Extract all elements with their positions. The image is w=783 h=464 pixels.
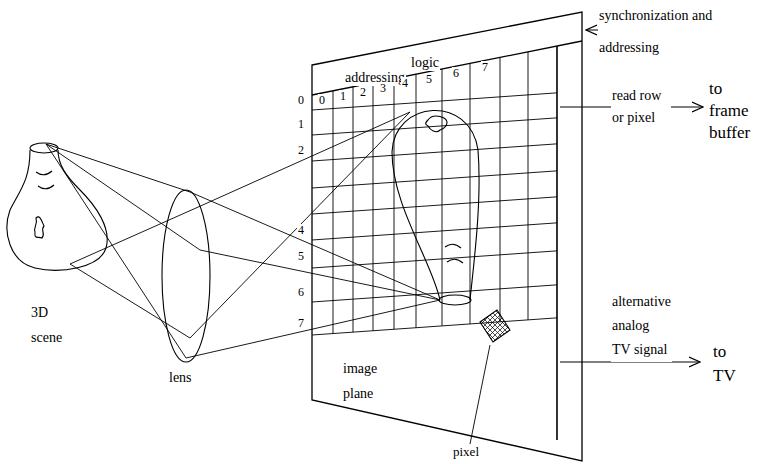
column-number: 7 <box>481 61 489 73</box>
signal-label: read row or pixel <box>611 85 671 129</box>
column-number: 1 <box>339 90 347 102</box>
pixel-label: pixel <box>452 444 480 460</box>
column-number: 5 <box>425 73 433 85</box>
pixel-grid <box>312 52 557 335</box>
inverted-image <box>392 110 479 305</box>
column-number: 2 <box>359 86 367 98</box>
column-number: 6 <box>452 67 460 79</box>
destination-label: to TV <box>712 340 737 388</box>
destination-label: to frame buffer <box>708 78 751 144</box>
row-number: 2 <box>297 144 305 156</box>
column-number: 0 <box>318 94 326 106</box>
signal-label: synchronization and addressing <box>598 0 715 64</box>
signal-label: alternative analog TV signal <box>611 290 672 362</box>
pixel-cell <box>480 310 510 342</box>
row-number: 6 <box>297 286 305 298</box>
image-plane-shape <box>312 12 582 461</box>
scene-label: 3D scene <box>30 300 63 350</box>
row-number: 7 <box>297 317 305 329</box>
lens-shape <box>162 190 210 362</box>
column-number: 3 <box>379 82 387 94</box>
plane-label: image plane <box>342 356 378 406</box>
row-number: 1 <box>297 118 305 130</box>
leader-line <box>470 345 490 444</box>
column-number: 4 <box>401 77 409 89</box>
logic-label: addressing <box>344 70 406 86</box>
lens-label: lens <box>168 370 193 386</box>
row-number: 4 <box>297 224 305 236</box>
row-number: 0 <box>297 94 305 106</box>
logic-label: logic <box>410 55 440 71</box>
vase <box>7 143 107 270</box>
row-number: 5 <box>297 250 305 262</box>
